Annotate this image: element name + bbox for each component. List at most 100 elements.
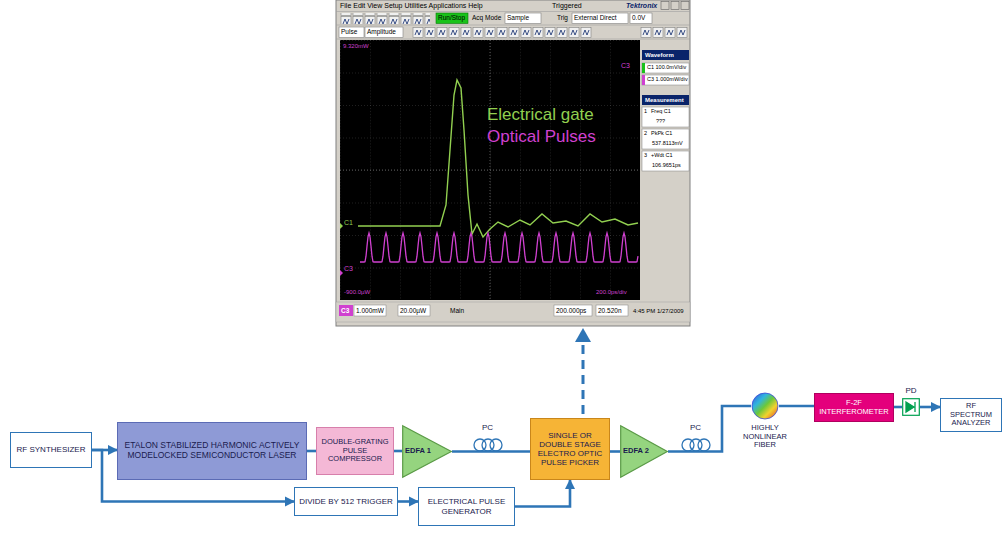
scope-window (336, 0, 690, 326)
scope-window (640, 27, 688, 38)
scope-side-panel (641, 40, 689, 300)
scope-readout: 200.000ps (556, 308, 586, 315)
scope-readout: 200.0ps/div (596, 289, 627, 295)
diode-glyph (906, 402, 915, 412)
optical-pulse-trace (360, 233, 638, 262)
scope-readout: Run/Stop (438, 15, 465, 22)
scope-screen (340, 170, 640, 171)
scope-readout: 9.320mW (343, 43, 369, 49)
scope-readout: File Edit View Setup Utilities Applicati… (340, 2, 483, 9)
scope-window (630, 13, 652, 24)
scope-screen (340, 223, 343, 229)
scope-readout: C3 (621, 62, 630, 69)
fiber-icon-outline (751, 392, 779, 420)
scope-readout: 20.520n (598, 308, 622, 315)
scope-window (681, 2, 689, 10)
node-label: ETALON STABILIZED HARMONIC ACTIVELY MODE… (121, 441, 303, 461)
scope-readout: Waveform (645, 52, 674, 58)
scope-readout: +Wdt C1 (651, 153, 673, 159)
monitor-dashed-arrow (575, 328, 591, 414)
scope-readout: Electrical gate (487, 106, 594, 123)
scope-status-bar (398, 305, 430, 316)
scope-status-bar (354, 305, 386, 316)
amplifier-triangle: EDFA 1 (402, 425, 452, 478)
scope-status-bar (554, 305, 592, 316)
fiber-icon: HIGHLY NONLINEAR FIBER (751, 392, 779, 420)
scope-window (336, 11, 690, 12)
scope-screen (340, 270, 343, 276)
scope-readout: C3 1.000mW/div (647, 77, 688, 83)
scope-screen (340, 40, 640, 300)
photodiode-symbol: PD (902, 398, 920, 416)
scope-readout: 20.00µW (400, 308, 426, 315)
node-label: EDFA 1 (405, 447, 436, 456)
amplifier-triangle: EDFA 2 (620, 425, 668, 478)
scope-readout: C1 (344, 219, 353, 226)
scope-readout: Measurement (645, 97, 684, 103)
compressor-box: DOUBLE-GRATING PULSE COMPRESSOR (316, 427, 394, 475)
node-label: DOUBLE-GRATING PULSE COMPRESSOR (320, 438, 390, 464)
interferometer-box: F-2F INTERFEROMETER (814, 393, 894, 422)
node-label: RF SPECTRUM ANALYZER (944, 402, 998, 428)
amplifier-shape (403, 426, 452, 478)
divider-box: DIVIDE BY 512 TRIGGER (294, 487, 398, 516)
scope-side-panel (642, 107, 689, 127)
scope-window (336, 0, 690, 326)
node-label: F-2F INTERFEROMETER (818, 399, 890, 416)
signal-connector (920, 406, 940, 409)
optical-pulse-trace (360, 233, 638, 262)
node-label: ELECTRICAL PULSE GENERATOR (422, 497, 511, 515)
scope-readout: C3 (344, 265, 353, 272)
signal-connector (779, 405, 814, 408)
scope-readout: 2 (644, 131, 647, 137)
scope-window (340, 13, 430, 24)
scope-window (339, 27, 364, 38)
node-label: SINGLE OR DOUBLE STAGE ELECTRO OPTIC PUL… (534, 431, 606, 468)
scope-readout: ??? (656, 119, 665, 125)
scope-side-panel (641, 40, 689, 300)
laser-box: ETALON STABILIZED HARMONIC ACTIVELY MODE… (117, 422, 307, 480)
scope-side-panel (642, 50, 689, 60)
scope-readout: C3 (341, 308, 349, 315)
signal-connector (452, 450, 530, 453)
scope-side-panel (642, 151, 689, 171)
node-label: DIVIDE BY 512 TRIGGER (298, 497, 394, 506)
scope-status-bar (339, 305, 353, 316)
photodiode-symbol-outline (902, 398, 920, 416)
component-label: PC (690, 424, 701, 432)
instrument-box: RF SYNTHESIZER (10, 432, 92, 468)
monitor-dashed-arrow (575, 328, 591, 342)
pulse-picker-box: SINGLE OR DOUBLE STAGE ELECTRO OPTIC PUL… (530, 418, 610, 480)
scope-readout: Tektronix (626, 2, 657, 9)
scope-window (505, 13, 541, 24)
scope-readout: 0.0V (632, 15, 645, 22)
scope-window (412, 27, 592, 38)
polarization-controller (698, 439, 710, 451)
scope-readout: Sample (507, 15, 529, 22)
scope-screen (358, 80, 638, 237)
component-label: PC (482, 424, 493, 432)
amplifier-shape (621, 426, 668, 478)
instrument-box: RF SPECTRUM ANALYZER (940, 398, 1002, 432)
scope-readout: 4:45 PM 1/27/2009 (633, 308, 684, 314)
scope-window (671, 2, 679, 10)
signal-connector (398, 500, 418, 503)
scope-readout: PkPk C1 (651, 131, 672, 137)
scope-readout: 1.000mW (356, 308, 384, 315)
fiber-spool (752, 393, 778, 419)
scope-window (661, 2, 669, 10)
signal-connector (515, 480, 570, 507)
scope-window (436, 13, 468, 24)
scope-readout: Triggered (552, 2, 582, 9)
node-label: PD (897, 386, 925, 395)
scope-readout: Trig (557, 15, 568, 22)
scope-side-panel (642, 75, 645, 85)
node-label: EDFA 2 (623, 447, 653, 456)
scope-side-panel (642, 129, 689, 149)
scope-side-panel (642, 95, 689, 105)
scope-side-panel (642, 75, 689, 85)
scope-window (336, 39, 690, 40)
scope-readout: Acq Mode (472, 15, 501, 22)
scope-screen (340, 40, 640, 300)
node-label: HIGHLY NONLINEAR FIBER (735, 424, 795, 450)
